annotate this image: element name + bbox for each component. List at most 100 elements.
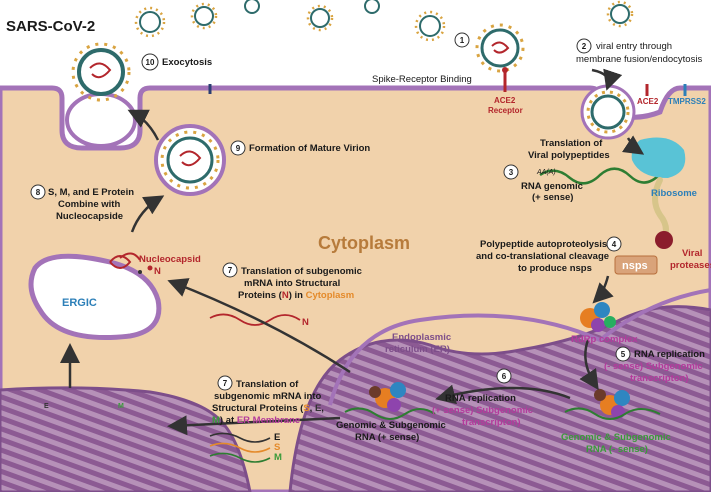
- subgenomic-strand-n: [209, 313, 301, 326]
- step-marker-7a: 7: [222, 262, 238, 278]
- arrow-entry: [591, 68, 623, 91]
- genomic-minus-label-2: RNA (- sense): [586, 444, 648, 455]
- step-marker-7b: 7: [217, 375, 233, 391]
- step-7b-line-2: subgenomic mRNA into: [214, 391, 322, 402]
- er-label-1: Endoplasmic: [392, 332, 451, 343]
- step-marker-2: 2: [576, 38, 592, 54]
- svg-text:7: 7: [228, 266, 233, 275]
- er-label-2: reticulum (ER): [385, 344, 450, 355]
- viral-protease: [655, 231, 673, 249]
- genomic-minus-label-1: Genomic & Subgenomic: [561, 432, 671, 443]
- svg-text:6: 6: [502, 372, 507, 381]
- ace2-receptor-label-2: Receptor: [488, 106, 523, 115]
- arrow-to-plus: [435, 384, 571, 405]
- svg-text:1: 1: [460, 36, 465, 45]
- svg-text:4: 4: [612, 240, 617, 249]
- step-5-line-1: RNA replication: [634, 349, 705, 360]
- ace2-receptor-label-1: ACE2: [494, 96, 516, 105]
- step-marker-10: 10: [141, 53, 159, 71]
- rna-minus-strand: [564, 407, 661, 420]
- viral-proteases-label-2: proteases: [670, 260, 711, 271]
- step-7b-line-4: M) at ER Membrane: [212, 415, 300, 426]
- legend-m: M: [274, 452, 282, 463]
- tmprss2-label: TMPRSS2: [668, 97, 706, 106]
- virion-mature: [154, 124, 226, 196]
- step-5-line-3: transcripton): [630, 373, 689, 384]
- genomic-plus-label-2: RNA (+ sense): [355, 432, 419, 443]
- step-4-line-1: Polypeptide autoproteolysis: [480, 239, 607, 250]
- subgenomic-strand-e: [209, 432, 271, 443]
- step-7a-line-3: Proteins (N) in Cytoplasm: [238, 290, 354, 301]
- subgenomic-strand-m: [209, 452, 271, 463]
- step-marker-3: 3: [503, 164, 519, 180]
- arrow-to-minus: [579, 339, 599, 391]
- nucleocapsid-cluster: [109, 252, 153, 274]
- er-membrane-e-marker: E: [44, 403, 49, 410]
- ergic-label: ERGIC: [62, 297, 97, 309]
- free-virions: [134, 0, 634, 42]
- svg-text:9: 9: [236, 144, 241, 153]
- rna-genomic-strand: [539, 167, 661, 185]
- step-7a-line-2: mRNA into Structural: [244, 278, 340, 289]
- step-3-heading-2: Viral polypeptides: [528, 150, 610, 161]
- svg-text:10: 10: [146, 58, 155, 67]
- step-1-label: Spike-Receptor Binding: [372, 74, 472, 85]
- er-membrane-m-marker: M: [118, 403, 124, 410]
- virion-endocytosis: [580, 84, 636, 140]
- step-10-label: Exocytosis: [162, 57, 212, 68]
- ace2-receptor-1: [502, 67, 508, 92]
- virion-exocytosis: [71, 42, 131, 102]
- endoplasmic-reticulum: [288, 305, 711, 492]
- step-5-line-2: (- sense) Subgenomic: [604, 361, 703, 372]
- er-arm: [328, 288, 711, 406]
- poly-a-label: AA(A): [536, 169, 556, 176]
- step-3-heading-1: Translation of: [540, 138, 603, 149]
- svg-text:7: 7: [223, 379, 228, 388]
- arrow-to-nucleocapsid: [167, 278, 351, 374]
- step-marker-9: 9: [230, 140, 246, 156]
- step-marker-1: 1: [454, 32, 470, 48]
- step-8-line-1: S, M, and E Protein: [48, 187, 134, 198]
- svg-text:2: 2: [582, 42, 587, 51]
- ribosome: [631, 137, 686, 178]
- viral-proteases-label-1: Viral: [682, 248, 702, 259]
- virion-binding: [475, 23, 525, 73]
- ribosome-label: Ribosome: [651, 188, 697, 199]
- nsps-label: nsps: [622, 260, 648, 272]
- legend-s: S: [274, 442, 280, 453]
- arrow-to-exocytosis: [127, 109, 160, 141]
- svg-text:5: 5: [621, 350, 626, 359]
- step-2-line2: membrane fusion/endocytosis: [576, 54, 702, 65]
- step-6-line-3: transcripton): [462, 417, 521, 428]
- step-marker-5: 5: [615, 346, 631, 362]
- nucleocapsid-n-label: N: [154, 266, 161, 277]
- step-9-label: Formation of Mature Virion: [249, 143, 370, 154]
- arrow-to-er-membrane: [167, 415, 341, 436]
- step-7a-line-1: Translation of subgenomic: [241, 266, 362, 277]
- rdrp-complex-2: [594, 389, 630, 419]
- arrow-to-mature: [130, 195, 165, 233]
- rna-plus-strand: [344, 407, 436, 420]
- svg-text:8: 8: [36, 188, 41, 197]
- rdrp-complex-3: [369, 382, 406, 412]
- step-8-line-2: Combine with: [58, 199, 120, 210]
- rdrp-complex-1: [580, 302, 616, 332]
- diagram-title: SARS-CoV-2: [6, 18, 95, 35]
- endoplasmic-reticulum-left: [0, 386, 252, 492]
- step-7b-line-1: Translation of: [236, 379, 299, 390]
- cytoplasm-label: Cytoplasm: [318, 233, 410, 253]
- svg-text:3: 3: [509, 168, 514, 177]
- nucleocapsid-label: Nucleocapsid: [139, 254, 201, 265]
- ergic-compartment: [28, 253, 162, 341]
- step-marker-8: 8: [30, 184, 46, 200]
- subgenomic-strand-s: [209, 442, 271, 453]
- step-2-line1: viral entry through: [596, 41, 672, 52]
- arrow-to-ribosome: [621, 135, 645, 155]
- step-3-line-1: RNA genomic: [521, 181, 583, 192]
- step-7b-line-3: Structural Proteins (S, E,: [212, 403, 324, 414]
- exocytosis-vesicle: [65, 92, 137, 148]
- strand-n-label: N: [302, 317, 309, 328]
- step-marker-4: 4: [606, 236, 622, 252]
